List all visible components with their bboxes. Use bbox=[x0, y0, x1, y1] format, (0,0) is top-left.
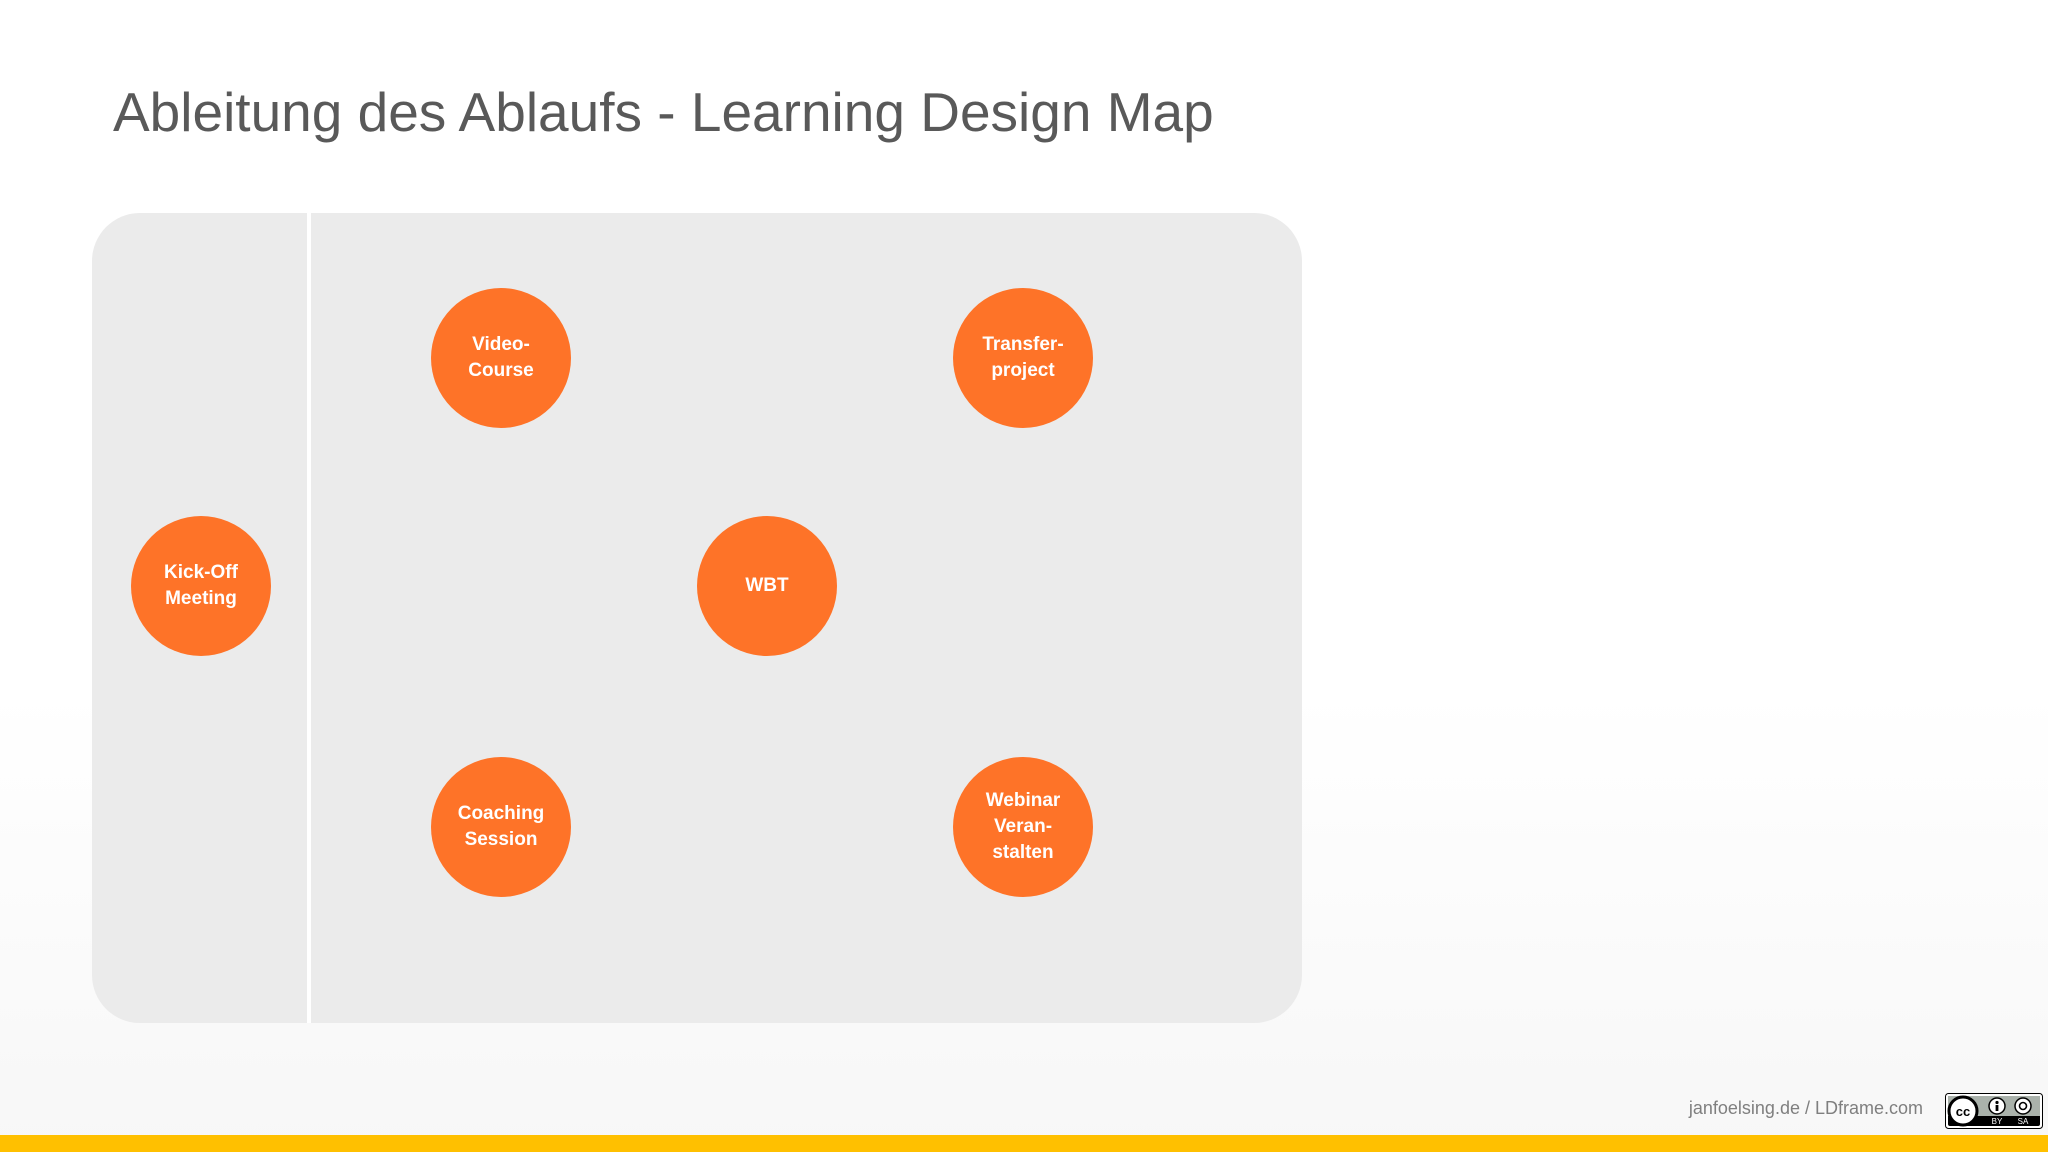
node-coaching-session: Coaching Session bbox=[431, 757, 571, 897]
node-webinar: Webinar Veran- stalten bbox=[953, 757, 1093, 897]
node-kickoff-meeting: Kick-Off Meeting bbox=[131, 516, 271, 656]
learning-design-map-panel bbox=[92, 213, 1302, 1023]
phase-divider bbox=[307, 213, 311, 1023]
cc-by-sa-license-icon: cc BY SA bbox=[1945, 1093, 2043, 1129]
svg-text:cc: cc bbox=[1956, 1104, 1970, 1119]
node-transfer-project: Transfer- project bbox=[953, 288, 1093, 428]
node-wbt: WBT bbox=[697, 516, 837, 656]
node-video-course: Video- Course bbox=[431, 288, 571, 428]
svg-text:SA: SA bbox=[2018, 1117, 2029, 1126]
footer-credit: janfoelsing.de / LDframe.com bbox=[1688, 1098, 1923, 1118]
svg-text:BY: BY bbox=[1992, 1117, 2003, 1126]
bottom-accent-bar bbox=[0, 1135, 2048, 1152]
slide-title: Ableitung des Ablaufs - Learning Design … bbox=[113, 81, 1214, 143]
